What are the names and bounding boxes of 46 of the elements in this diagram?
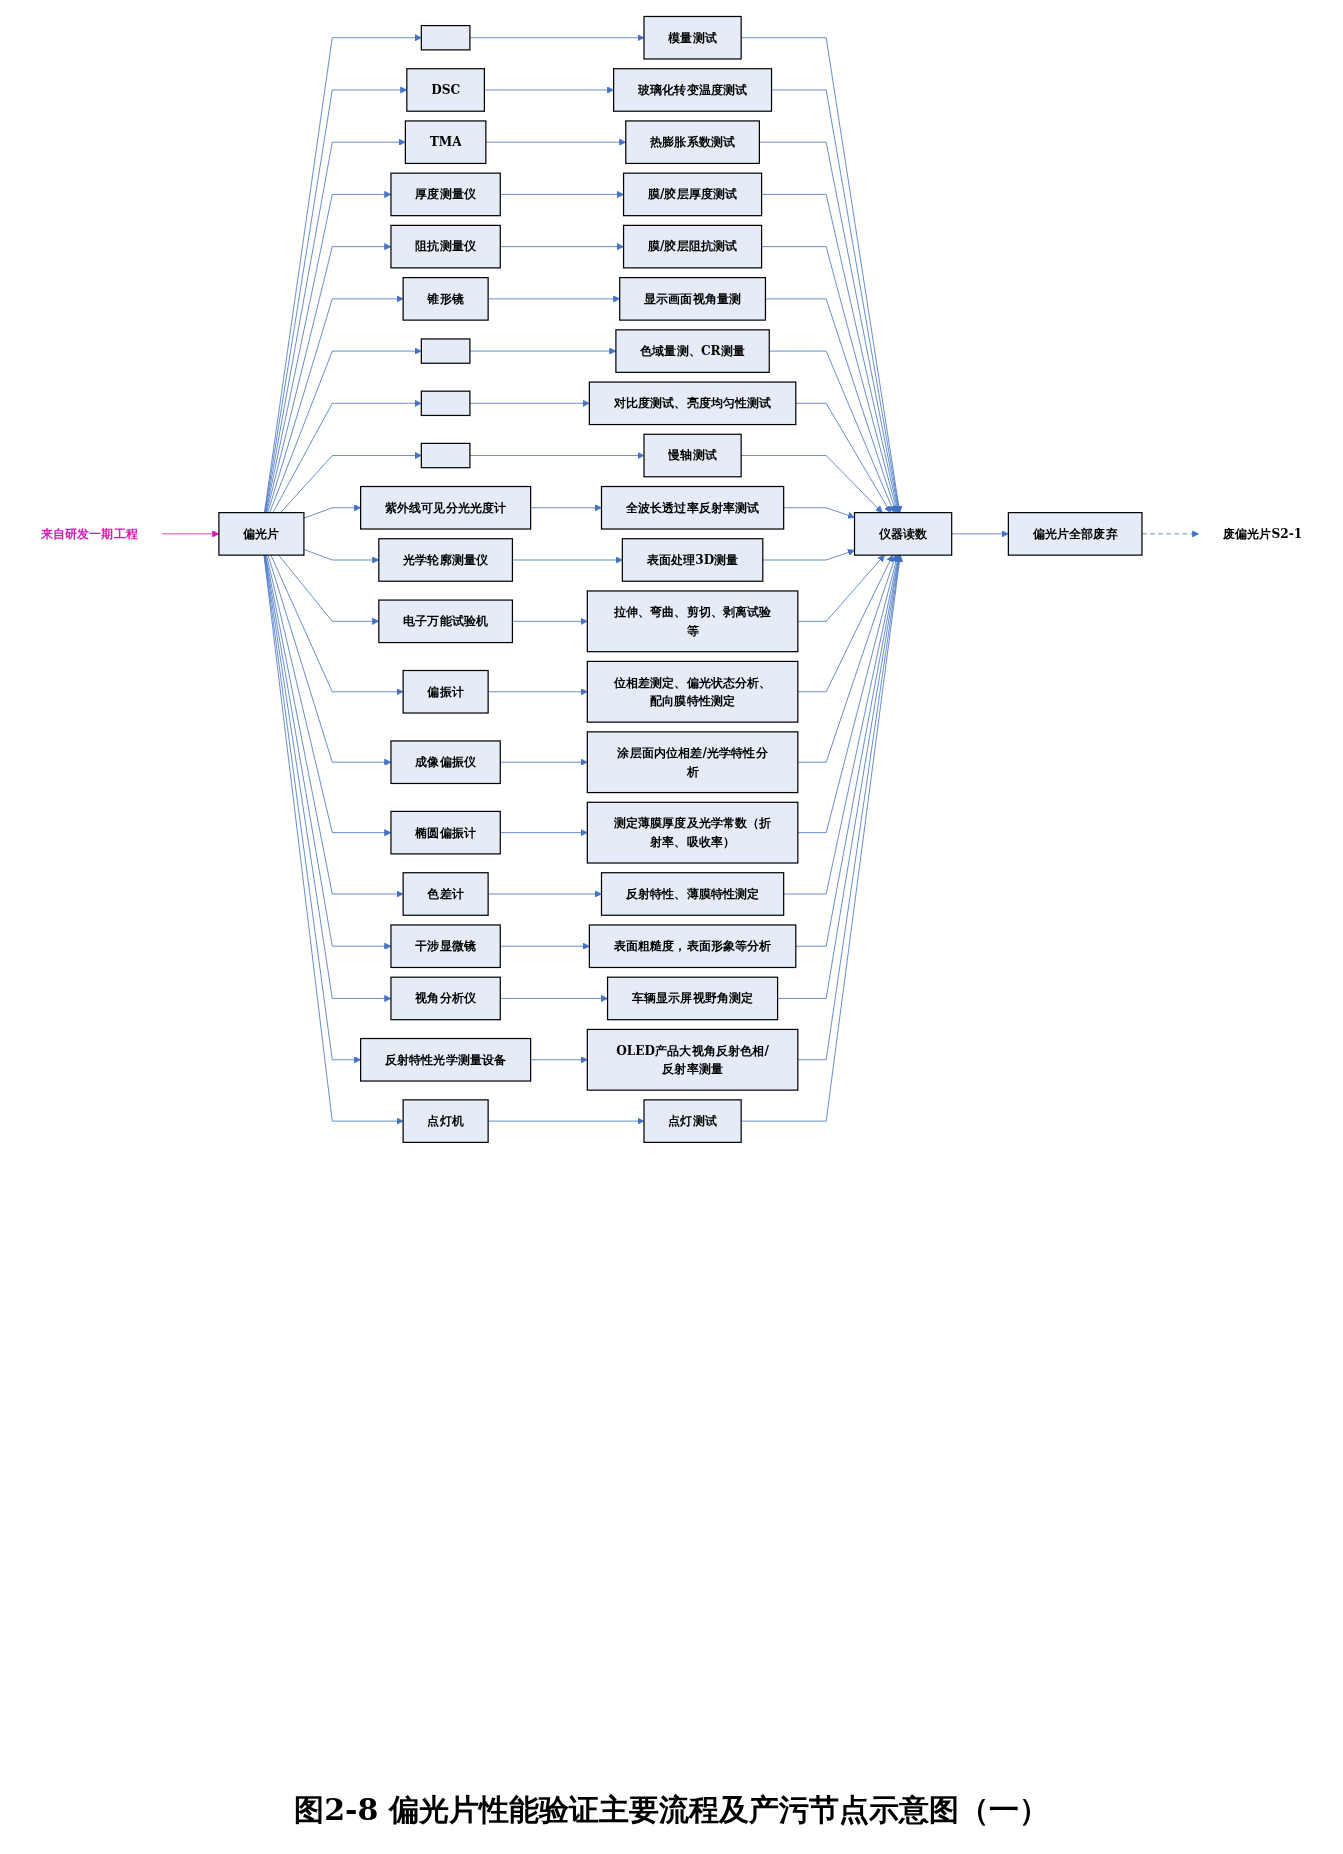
node-box: 偏光片全部废弃 [1007, 512, 1143, 556]
node-box: 紫外线可见分光光度计 [360, 485, 532, 530]
node-box: 测定薄膜厚度及光学常数（折射率、吸收率） [586, 801, 799, 864]
node-box: TMA [404, 120, 487, 165]
node-box: 偏光片 [218, 512, 305, 556]
node-box: 车辆显示屏视野角测定 [606, 976, 779, 1021]
node-box [420, 25, 471, 51]
node-text: 废偏光片S2-1 [1222, 526, 1303, 541]
node-box: 干涉显微镜 [390, 924, 501, 969]
node-box: 厚度测量仪 [390, 172, 501, 217]
node-box: 表面粗糙度，表面形象等分析 [588, 924, 797, 969]
node-box: 涂层面内位相差/光学特性分析 [586, 731, 799, 794]
node-box: 椭圆偏振计 [390, 810, 501, 855]
node-box: 光学轮廓测量仪 [378, 538, 514, 582]
node-box: 热膨胀系数测试 [625, 120, 760, 165]
node-box: 表面处理3D测量 [621, 538, 764, 582]
node-box: 膜/胶层阻抗测试 [622, 224, 763, 269]
node-box: 膜/胶层厚度测试 [622, 172, 763, 217]
node-box [420, 390, 471, 417]
node-box: 点灯机 [402, 1099, 489, 1143]
node-box [420, 338, 471, 364]
node-box: 阻抗测量仪 [390, 224, 501, 269]
node-box: 显示画面视角量测 [619, 277, 767, 321]
node-box: DSC [406, 68, 485, 112]
node-box: 玻璃化转变温度测试 [613, 68, 773, 112]
node-box: 位相差测定、偏光状态分析、配向膜特性测定 [586, 660, 799, 723]
node-text: 来自研发一期工程 [40, 526, 138, 541]
node-box: 成像偏振仪 [390, 740, 501, 785]
node-box: 模量测试 [643, 15, 742, 60]
figure-caption: 图2-8 偏光片性能验证主要流程及产污节点示意图（一） [293, 1791, 1050, 1829]
node-box: 仪器读数 [853, 512, 953, 556]
node-box: 反射特性、薄膜特性测定 [600, 872, 785, 916]
node-box: 锥形镜 [402, 277, 489, 321]
node-box: 反射特性光学测量设备 [360, 1037, 532, 1082]
node-box: 色差计 [402, 872, 489, 916]
node-box: 全波长透过率反射率测试 [600, 485, 785, 530]
node-box: OLED产品大视角反射色相/反射率测量 [586, 1028, 799, 1091]
node-box: 色域量测、CR测量 [615, 329, 770, 373]
node-box: 拉伸、弯曲、剪切、剥离试验等 [586, 590, 799, 653]
node-box: 视角分析仪 [390, 976, 501, 1021]
node-box: 电子万能试验机 [378, 599, 514, 644]
node-box: 点灯测试 [643, 1099, 742, 1143]
node-box: 偏振计 [402, 669, 489, 714]
node-box: 对比度测试、亮度均匀性测试 [588, 381, 797, 426]
node-box [420, 442, 471, 469]
node-box: 慢轴测试 [643, 433, 742, 478]
